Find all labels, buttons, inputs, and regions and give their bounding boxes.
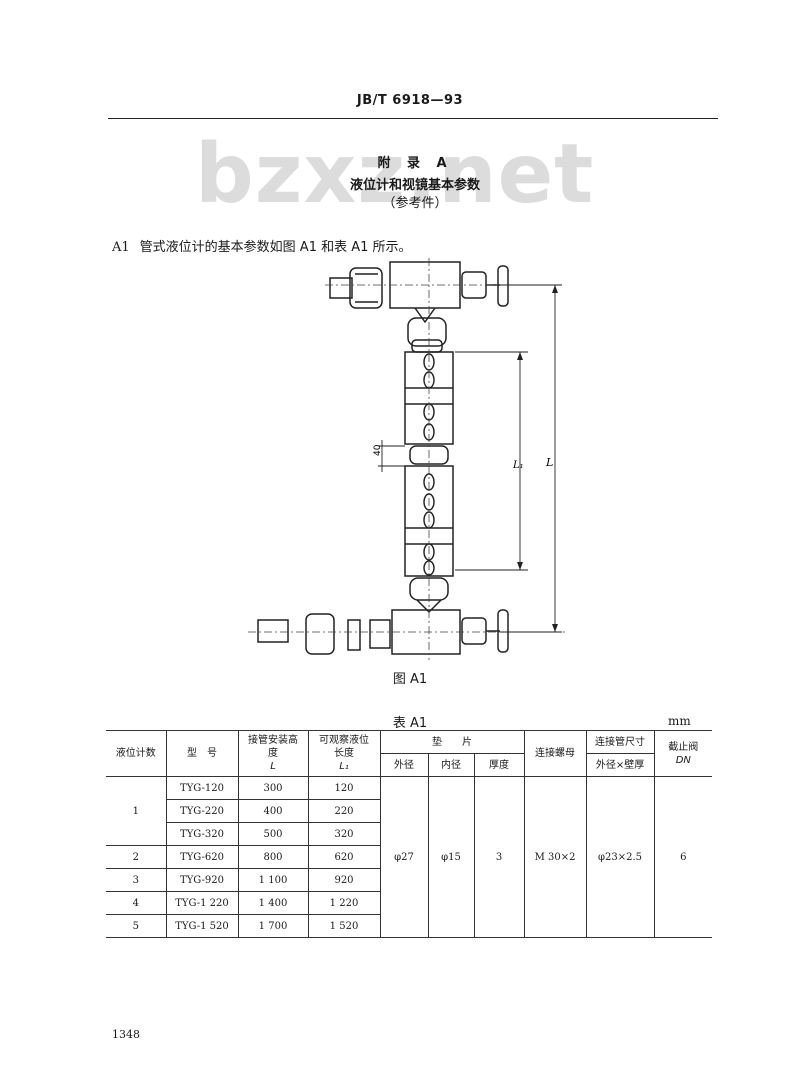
cell-height: 1 400 — [237, 891, 309, 915]
cell-count: 4 — [106, 891, 167, 915]
cell-length: 1 220 — [307, 891, 380, 915]
cell-length: 1 520 — [307, 914, 380, 938]
cell-model: TYG-620 — [165, 845, 239, 869]
cell-valve: 6 — [653, 776, 713, 938]
cell-model: TYG-120 — [165, 776, 239, 800]
hdr-model: 型 号 — [165, 730, 239, 777]
dim-40-label: 40 — [373, 444, 383, 456]
exploded-nipple — [257, 619, 289, 643]
cell-count: 2 — [106, 845, 167, 869]
cell-height: 300 — [237, 776, 309, 800]
table-header-row-1: 液位计数 型 号 接管安装高度 L 可观察液位长度 L₁ 垫 片 连接螺母 连接… — [106, 730, 713, 777]
section-text: 管式液位计的基本参数如图 A1 和表 A1 所示。 — [139, 240, 412, 255]
top-union-nut — [349, 267, 383, 309]
figure-caption: 图 A1 — [392, 672, 428, 687]
dim-L1-label: L₁ — [512, 460, 524, 471]
cell-height: 800 — [237, 845, 309, 869]
header-rule — [108, 118, 718, 119]
exploded-ring — [369, 619, 391, 649]
hdr-height-label: 接管安装高度 — [248, 735, 298, 759]
cell-length: 120 — [307, 776, 381, 800]
hdr-valve-label: 截止阀 — [668, 741, 699, 753]
cell-gasket-thk: 3 — [473, 776, 525, 938]
table-caption: 表 A1 — [392, 716, 428, 731]
level-gauge-drawing: 40 L₁ L — [248, 258, 565, 660]
cell-model: TYG-1 520 — [165, 914, 239, 938]
hdr-valve: 截止阀 DN — [653, 730, 713, 777]
watermark: bzxz.net — [195, 127, 595, 222]
hdr-length-sym: L₁ — [339, 761, 349, 772]
cell-count: 1 — [106, 776, 167, 846]
cell-model: TYG-920 — [165, 868, 239, 892]
cell-length: 920 — [307, 868, 380, 892]
hdr-valve-sym: DN — [675, 754, 691, 766]
cell-height: 1 100 — [237, 868, 309, 892]
table-row: TYG-220 400 220 — [106, 799, 712, 823]
appendix-title: 液位计和视镜基本参数 — [349, 178, 480, 193]
hdr-gasket-od: 外径 — [380, 753, 429, 777]
table-row: 5 TYG-1 520 1 700 1 520 — [106, 914, 712, 938]
cell-model: TYG-320 — [166, 822, 239, 846]
cell-count: 5 — [106, 914, 167, 938]
hdr-gasket: 垫 片 — [379, 730, 525, 754]
section-number: A1 — [112, 240, 130, 255]
bottom-handwheel — [497, 609, 509, 653]
hdr-count: 液位计数 — [106, 730, 167, 777]
hdr-gasket-id: 内径 — [427, 753, 475, 777]
cell-height: 500 — [237, 822, 309, 846]
cell-gasket-od: φ27 — [379, 776, 429, 938]
cell-height: 1 700 — [237, 914, 309, 938]
hdr-height: 接管安装高度 L — [237, 730, 309, 777]
table-row: TYG-320 500 320 — [106, 822, 712, 846]
appendix-label: 附 录 A — [377, 156, 453, 171]
hdr-gasket-thk: 厚度 — [473, 753, 525, 777]
section-a1: A1 管式液位计的基本参数如图 A1 和表 A1 所示。 — [112, 236, 412, 255]
hdr-pipe: 连接管尺寸 — [585, 730, 655, 754]
cell-length: 320 — [307, 822, 380, 846]
hdr-pipe-sub: 外径×壁厚 — [585, 753, 655, 777]
cell-height: 400 — [237, 799, 309, 823]
table-unit: mm — [668, 714, 691, 728]
exploded-nut — [305, 613, 335, 655]
appendix-note: （参考件） — [382, 196, 448, 211]
standard-header: JB/T 6918—93 — [356, 93, 464, 108]
hdr-nut: 连接螺母 — [523, 730, 587, 777]
cell-model: TYG-1 220 — [165, 891, 239, 915]
parameter-table: 液位计数 型 号 接管安装高度 L 可观察液位长度 L₁ 垫 片 连接螺母 连接… — [106, 730, 713, 938]
hdr-length: 可观察液位长度 L₁ — [307, 730, 381, 777]
top-pipe-stub — [329, 277, 353, 299]
upper-glass-housing — [404, 351, 454, 445]
cell-count: 3 — [106, 868, 167, 892]
cell-length: 220 — [307, 799, 380, 823]
cell-nut: M 30×2 — [523, 776, 587, 938]
dim-L-label: L — [545, 456, 553, 469]
page-number: 1348 — [112, 1028, 140, 1041]
table-row: 1 TYG-120 300 120 φ27 φ15 3 M 30×2 φ23×2… — [106, 776, 713, 938]
table-row: 3 TYG-920 1 100 920 — [106, 868, 712, 892]
cell-model: TYG-220 — [166, 799, 239, 823]
exploded-gasket — [347, 619, 361, 651]
cell-pipe: φ23×2.5 — [585, 776, 655, 938]
hdr-height-sym: L — [270, 761, 276, 772]
top-handwheel — [497, 265, 509, 307]
cell-gasket-id: φ15 — [427, 776, 475, 938]
table-header-row-2: 外径 内径 厚度 外径×壁厚 — [106, 753, 712, 777]
hdr-length-label: 可观察液位长度 — [319, 735, 369, 759]
cell-length: 620 — [307, 845, 380, 869]
table-row: 2 TYG-620 800 620 — [106, 845, 712, 869]
